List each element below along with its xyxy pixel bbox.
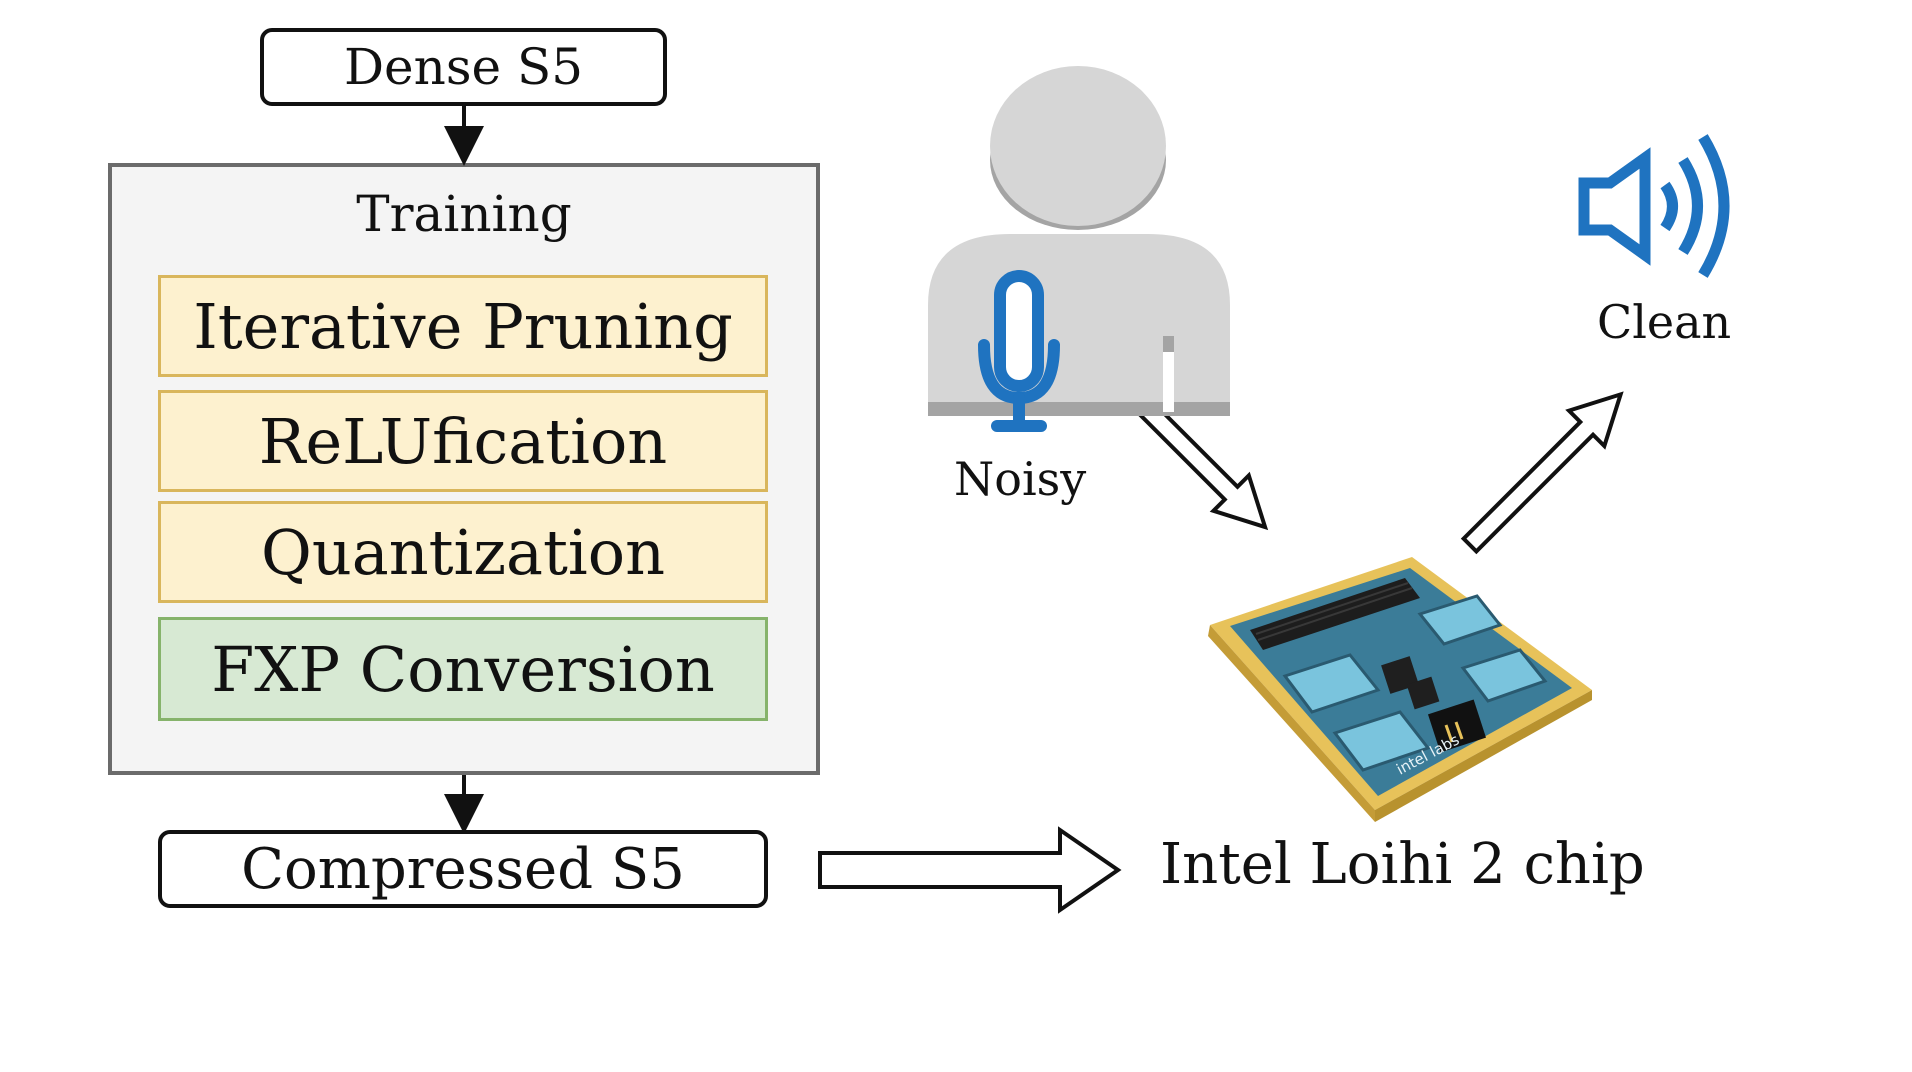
compressed-s5-box: Compressed S5 [158, 830, 768, 908]
speaker-icon [1578, 134, 1730, 278]
arrow-chip-to-clean [1460, 391, 1624, 555]
microphone-icon [978, 270, 1060, 432]
stage-iterative-pruning: Iterative Pruning [158, 275, 768, 377]
stage-fxp-conversion: FXP Conversion [158, 617, 768, 721]
training-title: Training [356, 185, 572, 243]
arrow-compressed-to-chip [818, 826, 1122, 914]
clean-label: Clean [1597, 295, 1732, 349]
compressed-s5-label: Compressed S5 [241, 836, 685, 902]
person-icon [928, 66, 1230, 416]
stage-label: Iterative Pruning [193, 289, 733, 363]
stage-relufication: ReLUfication [158, 390, 768, 492]
stage-label: FXP Conversion [211, 632, 715, 706]
stage-quantization: Quantization [158, 501, 768, 603]
dense-s5-label: Dense S5 [343, 38, 584, 96]
noisy-label: Noisy [954, 452, 1087, 506]
stage-label: ReLUfication [258, 404, 668, 478]
chip-label: Intel Loihi 2 chip [1160, 832, 1645, 897]
stage-label: Quantization [260, 515, 666, 589]
dense-s5-box: Dense S5 [260, 28, 667, 106]
chip-board-icon [1208, 557, 1592, 822]
